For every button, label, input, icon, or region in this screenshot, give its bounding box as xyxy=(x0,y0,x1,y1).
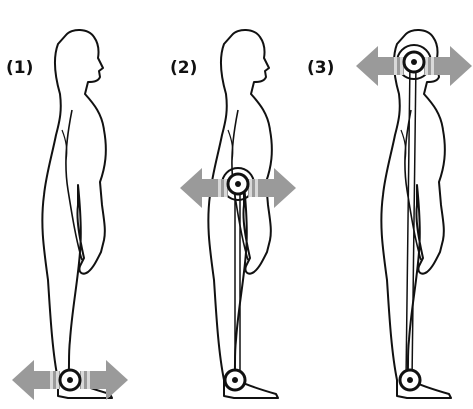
panel-1-figure xyxy=(12,30,128,400)
ankle-pivot-2-icon xyxy=(225,370,245,390)
hip-pivot-icon xyxy=(228,174,248,194)
ankle-pivot-3-icon xyxy=(400,370,420,390)
panel-2-figure xyxy=(180,30,296,398)
ankle-pivot-icon xyxy=(60,370,80,390)
panel-3-figure xyxy=(356,30,472,398)
human-silhouette-2 xyxy=(208,30,278,398)
human-silhouette-1 xyxy=(42,30,112,398)
neck-pivot-icon xyxy=(404,52,424,72)
